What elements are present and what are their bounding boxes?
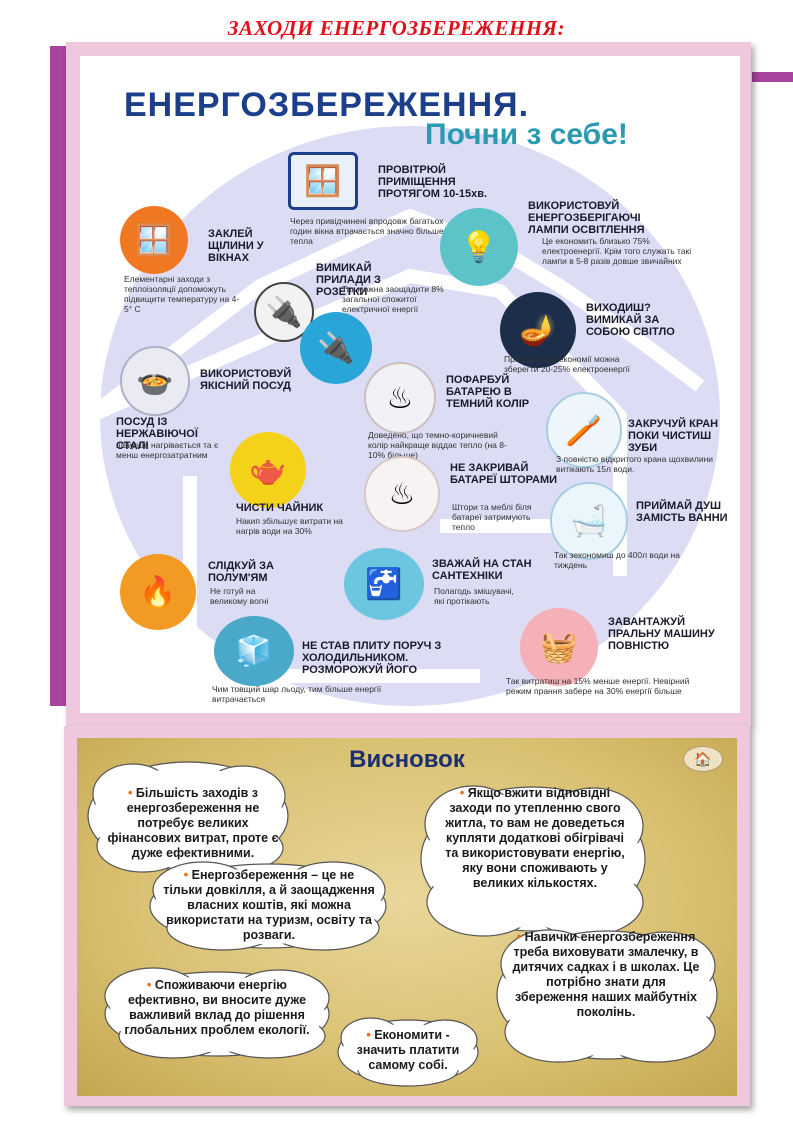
conclusion-cloud-2: • Якщо вжити відповідні заходи по утепле… xyxy=(413,774,653,944)
window-frame-icon: 🪟 xyxy=(120,206,188,274)
conclusion-cloud-1: • Більшість заходів з енергозбереження н… xyxy=(83,756,293,876)
tip-title-fridge: НЕ СТАВ ПЛИТУ ПОРУЧ З ХОЛОДИЛЬНИКОМ. РОЗ… xyxy=(302,640,442,676)
pot-icon: 🍲 xyxy=(120,346,190,416)
tip-text-radiator: Доведено, що темно-коричневий колір найк… xyxy=(368,430,507,460)
tip-text-lamps: Це економить близько 75% електроенергії.… xyxy=(542,236,692,266)
bathtub-icon: 🛁 xyxy=(550,482,628,560)
tip-title-tap: ЗАКРУЧУЙ КРАН ПОКИ ЧИСТИШ ЗУБИ xyxy=(628,418,719,454)
toothbrush-icon: 🪥 xyxy=(546,392,622,468)
tip-title-curtains: НЕ ЗАКРИВАЙ БАТАРЕЇ ШТОРАМИ xyxy=(450,462,558,486)
heater-icon: ♨ xyxy=(364,456,440,532)
tip-text-unplug: Так можна заощадити 8% загальної спожито… xyxy=(342,284,444,314)
conclusion-item-1: Більшість заходів з енергозбереження не … xyxy=(107,786,279,860)
kettle-icon: 🫖 xyxy=(230,432,306,508)
tip-title-unplug: ВИМИКАЙ ПРИЛАДИ З РОЗЕТКИ xyxy=(316,262,381,298)
page-title: ЗАХОДИ ЕНЕРГОЗБЕРЕЖЕННЯ: xyxy=(227,16,566,40)
conclusion-board: Висновок 🏠 • Більшість заходів з енергоз… xyxy=(77,738,737,1096)
tip-title-seal: ЗАКЛЕЙ ЩІЛИНИ У ВІКНАХ xyxy=(208,228,264,264)
fridge-icon: 🧊 xyxy=(214,616,294,686)
conclusion-item-4: Навички енергозбереження треба виховуват… xyxy=(512,930,700,1019)
tip-text-fridge: Чим товщий шар льоду, тим більше енергії… xyxy=(212,684,382,704)
tip-text-kettle: Накип збільшує витрати на нагрів води на… xyxy=(236,516,343,536)
tip-text-shower: Так зекономиш до 400л води на тиждень xyxy=(554,550,680,570)
tip-title-shower: ПРИЙМАЙ ДУШ ЗАМІСТЬ ВАННИ xyxy=(636,500,728,524)
tip-text-ventilate: Через привідчинені впродовж багатьох год… xyxy=(290,216,444,246)
conclusion-item-2: Якщо вжити відповідні заходи по утепленн… xyxy=(445,786,625,890)
tip-text-washer: Так витратиш на 15% менше енергії. Невір… xyxy=(506,676,690,696)
tip-text-flame: Не готуй на великому вогні xyxy=(210,586,269,606)
conclusion-item-6: Економити - значить платити самому собі. xyxy=(356,1028,460,1072)
desk-lamp-icon: 🪔 xyxy=(500,292,576,368)
conclusion-item-5: Споживаючи енергію ефективно, ви вносите… xyxy=(124,978,310,1037)
conclusion-cloud-5: • Споживаючи енергію ефективно, ви вноси… xyxy=(97,964,337,1062)
conclusion-item-3: Енергозбереження – це не тільки довкілля… xyxy=(163,868,375,942)
faucet-icon: 🚰 xyxy=(344,548,424,620)
tip-title-ventilate: ПРОВІТРЮЙ ПРИМІЩЕННЯ ПРОТЯГОМ 10-15хв. xyxy=(378,164,488,200)
poster-heading: ЕНЕРГОЗБЕРЕЖЕННЯ. xyxy=(124,86,530,124)
window-icon: 🪟 xyxy=(288,152,358,210)
tip-title-cookware: ВИКОРИСТОВУЙ ЯКІСНИЙ ПОСУД xyxy=(200,368,292,392)
oven-icon: 🔥 xyxy=(120,554,196,630)
tip-title-steel: ПОСУД ІЗ НЕРЖАВІЮЧОЇ СТАЛІ xyxy=(116,416,198,452)
washing-machine-icon: 🧺 xyxy=(520,608,598,686)
tip-text-tap: З повністю відкритого крана щохвилини ви… xyxy=(556,454,714,474)
tip-text-plumbing: Полагодь змішувачі, які протікають xyxy=(434,586,514,606)
tip-title-washer: ЗАВАНТАЖУЙ ПРАЛЬНУ МАШИНУ ПОВНІСТЮ xyxy=(608,616,715,652)
tip-title-radiator: ПОФАРБУЙ БАТАРЕЮ В ТЕМНИЙ КОЛІР xyxy=(446,374,530,410)
tip-title-plumbing: ЗВАЖАЙ НА СТАН САНТЕХНІКИ xyxy=(432,558,532,582)
conclusion-cloud-3: • Енергозбереження – це не тільки довкіл… xyxy=(143,858,393,954)
tip-text-curtains: Штори та меблі біля батареї затримують т… xyxy=(452,502,532,532)
house-badge-icon: 🏠 xyxy=(683,746,723,772)
energy-poster: ЕНЕРГОЗБЕРЕЖЕННЯ. Почни з себе! 🪟 ПРОВІТ… xyxy=(80,56,740,713)
tip-title-lamps: ВИКОРИСТОВУЙ ЕНЕРГОЗБЕРІГАЮЧІ ЛАМПИ ОСВІ… xyxy=(528,200,645,236)
tip-title-kettle: ЧИСТИ ЧАЙНИК xyxy=(236,502,324,514)
conclusion-title: Висновок xyxy=(349,746,465,773)
decor-stripe-right xyxy=(752,72,793,82)
tip-text-lights-off: При розумній економії можна зберегти 20-… xyxy=(504,354,631,374)
tip-text-steel: швидше нагрівається та є менш енергозатр… xyxy=(116,440,219,460)
radiator-icon: ♨ xyxy=(364,362,436,434)
conclusion-cloud-6: • Економити - значить платити самому соб… xyxy=(333,1014,483,1088)
tip-title-lights-off: ВИХОДИШ? ВИМИКАЙ ЗА СОБОЮ СВІТЛО xyxy=(586,302,675,338)
socket-pair-icon: 🔌 xyxy=(300,312,372,384)
poster-subheading: Почни з себе! xyxy=(425,118,628,151)
tip-title-flame: СЛІДКУЙ ЗА ПОЛУМ'ЯМ xyxy=(208,560,274,584)
chandelier-icon: 💡 xyxy=(440,208,518,286)
conclusion-cloud-4: • Навички енергозбереження треба виховув… xyxy=(489,920,725,1070)
tip-text-seal: Елементарні заходи з теплоізоляції допом… xyxy=(124,274,240,314)
